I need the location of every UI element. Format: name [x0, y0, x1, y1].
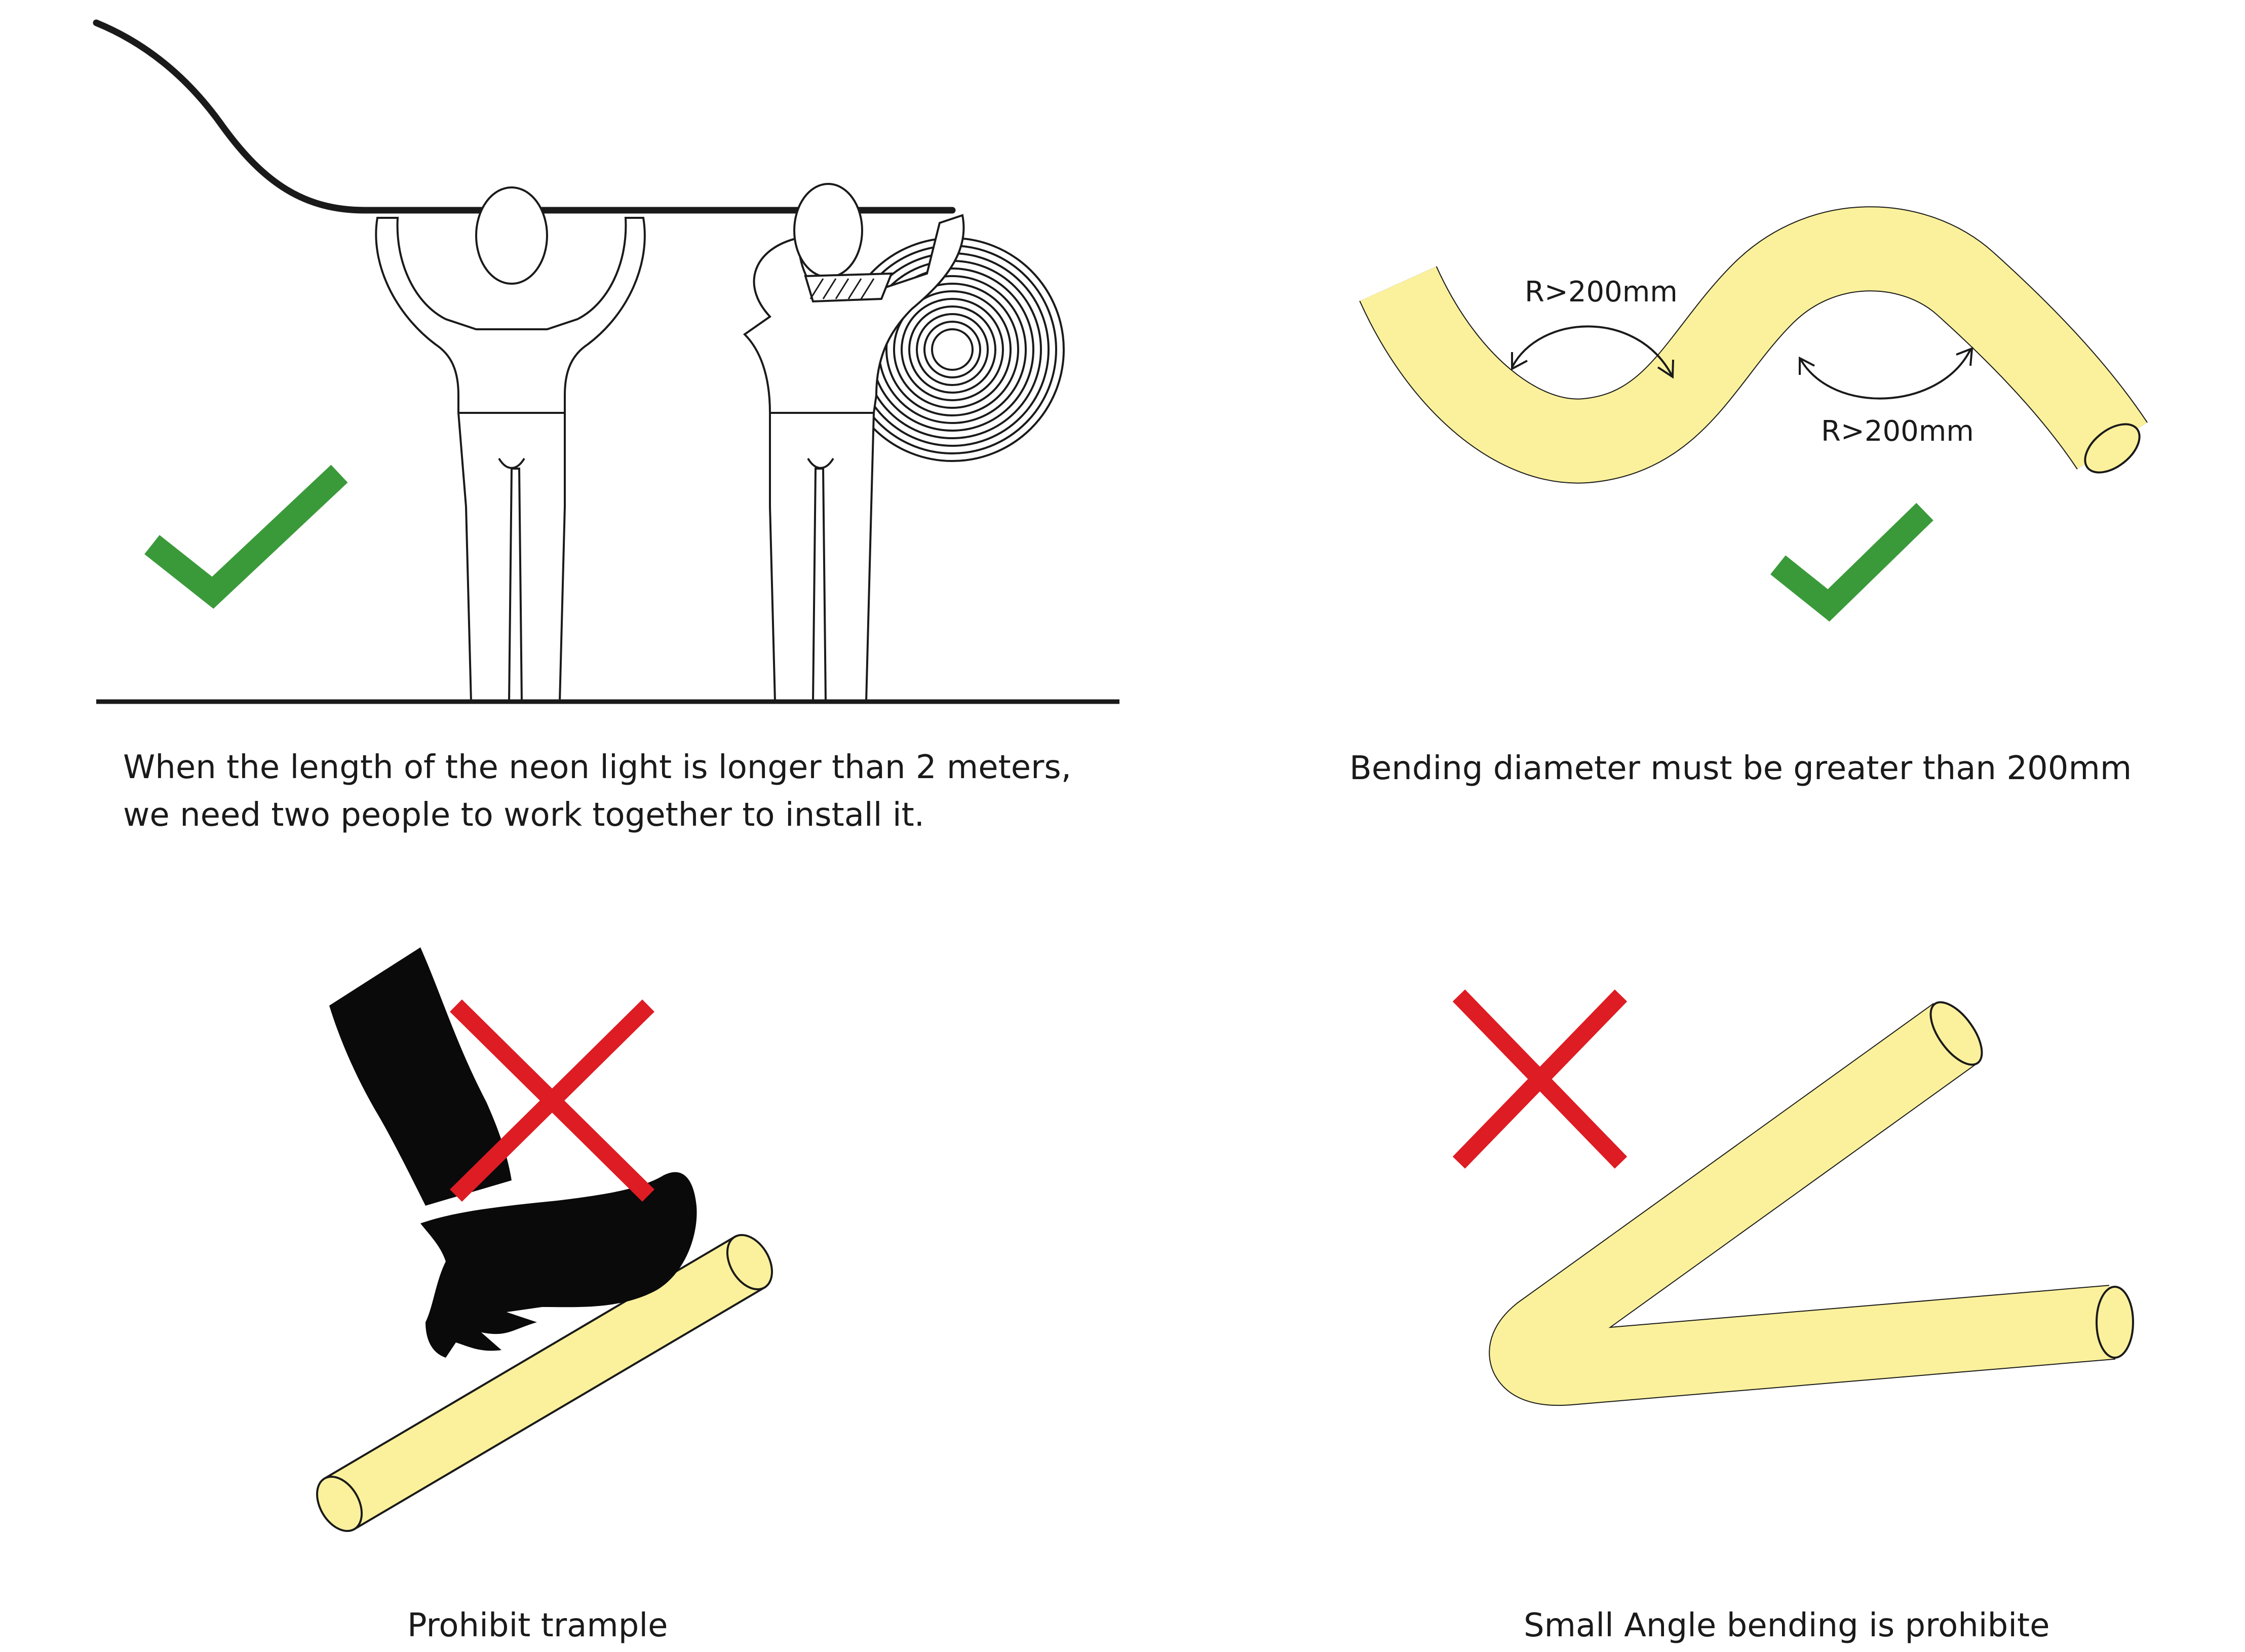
radius-label-left: R>200mm — [1525, 276, 1678, 309]
strip-end-cap — [2097, 1287, 2133, 1358]
checkmark-icon — [152, 474, 339, 593]
caption-two-person-install: When the length of the neon light is lon… — [123, 744, 1071, 839]
panel-two-person-install — [96, 23, 1119, 702]
checkmark-icon — [1778, 512, 1925, 605]
radius-label-right: R>200mm — [1821, 415, 1974, 448]
person-left — [376, 187, 645, 702]
panel-prohibit-trample — [308, 947, 781, 1539]
caption-line-1: When the length of the neon light is lon… — [123, 749, 1071, 786]
neon-strip-wave — [1398, 249, 2112, 446]
caption-line-2: we need two people to work together to i… — [123, 796, 924, 834]
radius-arrow-right — [1800, 349, 1972, 399]
neon-cable — [96, 23, 952, 210]
neon-strip-v — [1526, 1033, 2112, 1368]
caption-bending-diameter: Bending diameter must be greater than 20… — [1349, 745, 2132, 792]
panel-small-angle-bending — [1459, 994, 2133, 1368]
cross-icon — [1459, 995, 1621, 1163]
caption-small-angle-bending: Small Angle bending is prohibite — [1524, 1602, 2049, 1649]
panel-bending-diameter: R>200mm R>200mm — [1398, 249, 2148, 605]
caption-prohibit-trample: Prohibit trample — [407, 1602, 668, 1649]
